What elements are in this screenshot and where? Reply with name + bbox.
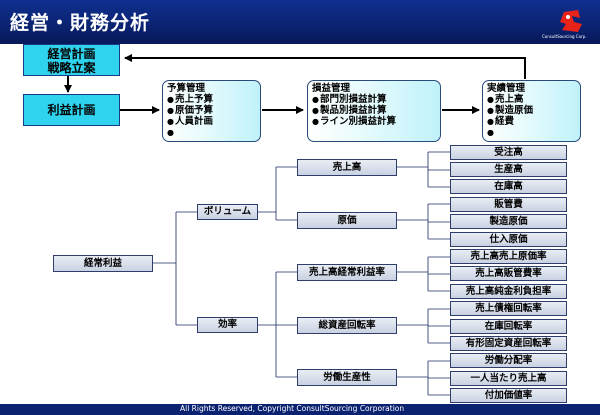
tree-leaf: 生産高 (450, 162, 567, 177)
tree-node-volume: ボリューム (197, 204, 258, 220)
company-logo-icon (560, 10, 582, 32)
budget-item: 原価予算 (167, 105, 260, 116)
budget-item (167, 127, 260, 138)
footer-bar: All Rights Reserved, Copyright ConsultSo… (0, 404, 600, 415)
pl-item: 部門別損益計算 (312, 94, 440, 105)
tree-leaf: 付加価値率 (450, 388, 567, 403)
budget-item: 人員計画 (167, 116, 260, 127)
company-logo-text: ConsultSourcing Corp. (542, 34, 587, 39)
header-bar: 経営・財務分析 ConsultSourcing Corp. (0, 0, 600, 44)
actual-item: 経費 (487, 116, 580, 127)
budget-item: 売上予算 (167, 94, 260, 105)
tree-node-efficiency: 効率 (197, 317, 258, 333)
tree-leaf: 労働分配率 (450, 353, 567, 368)
tree-leaf: 売上債権回転率 (450, 301, 567, 316)
pl-management-box: 損益管理 部門別損益計算 製品別損益計算 ライン別損益計算 (307, 80, 441, 142)
copyright-text: All Rights Reserved, Copyright ConsultSo… (180, 404, 405, 413)
tree-node-total-asset-turnover: 総資産回転率 (297, 317, 397, 334)
tree-node-labor-productivity: 労働生産性 (297, 369, 397, 386)
tree-leaf: 一人当たり売上高 (450, 371, 567, 386)
pl-item: 製品別損益計算 (312, 105, 440, 116)
tree-leaf: 売上高純金利負担率 (450, 284, 567, 299)
actual-item (487, 127, 580, 138)
page-title: 経営・財務分析 (10, 12, 151, 34)
actual-item: 製造原価 (487, 105, 580, 116)
management-plan-box: 経営計画 戦略立案 (23, 44, 120, 76)
strategy-planning-label: 戦略立案 (47, 61, 96, 75)
tree-leaf: 売上高販管費率 (450, 266, 567, 281)
tree-leaf: 売上高売上原価率 (450, 249, 567, 264)
budget-management-box: 予算管理 売上予算 原価予算 人員計画 (162, 80, 261, 142)
pl-item: ライン別損益計算 (312, 116, 440, 127)
profit-plan-box: 利益計画 (23, 94, 120, 126)
tree-leaf: 有形固定資産回転率 (450, 336, 567, 351)
tree-leaf: 在庫高 (450, 179, 567, 194)
tree-leaf: 販管費 (450, 197, 567, 212)
tree-node-ordinary-profit-margin: 売上高経常利益率 (297, 264, 397, 281)
tree-leaf: 仕入原価 (450, 232, 567, 247)
pl-management-title: 損益管理 (312, 83, 351, 94)
tree-leaf: 在庫回転率 (450, 319, 567, 334)
actual-management-box: 実績管理 売上高 製造原価 経費 (482, 80, 581, 142)
tree-root-ordinary-profit: 経常利益 (53, 255, 153, 272)
tree-leaf: 製造原価 (450, 214, 567, 229)
actual-item: 売上高 (487, 94, 580, 105)
tree-node-sales: 売上高 (297, 159, 397, 176)
profit-plan-label: 利益計画 (47, 103, 96, 117)
tree-node-cost: 原価 (297, 212, 397, 229)
budget-management-title: 予算管理 (167, 83, 206, 94)
tree-leaf: 受注高 (450, 145, 567, 160)
management-plan-label: 経営計画 (47, 47, 96, 61)
actual-management-title: 実績管理 (487, 83, 526, 94)
